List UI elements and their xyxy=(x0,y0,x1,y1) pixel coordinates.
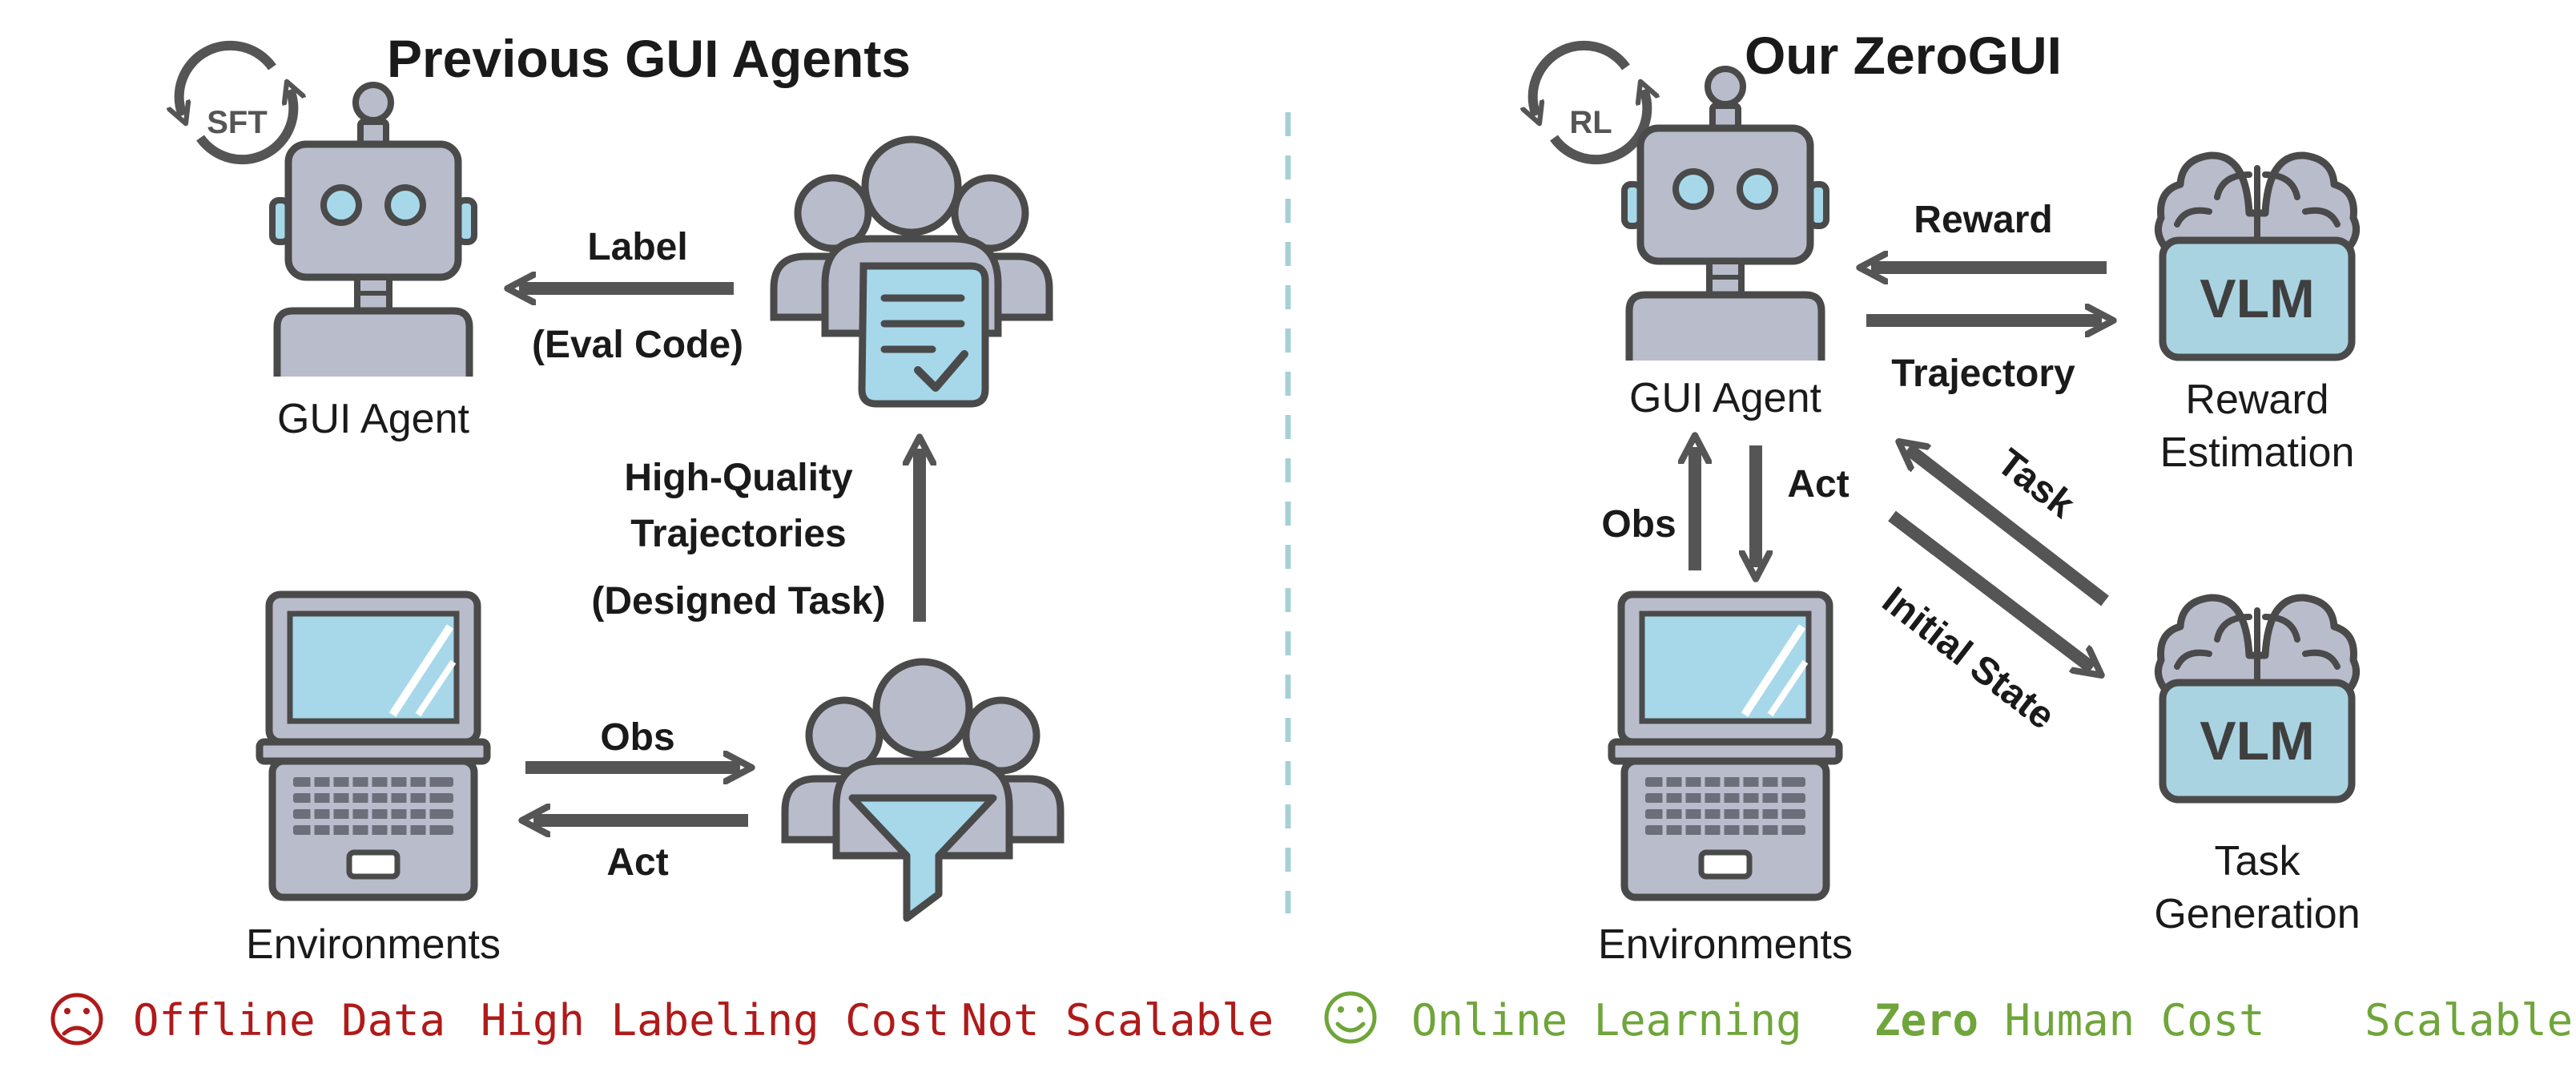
reward-label: Reward xyxy=(1914,199,2052,241)
reward-est-line2: Estimation xyxy=(2160,429,2355,476)
right-laptop-icon xyxy=(1612,594,1839,897)
task-arrow xyxy=(1908,449,2109,606)
vlm-top-text: VLM xyxy=(2200,268,2315,329)
right-agent-label: GUI Agent xyxy=(1629,375,1821,421)
right-panel: Our ZeroGUI RL GUI Agent Reward Trajecto… xyxy=(1533,26,2361,968)
vlm-bottom-text: VLM xyxy=(2200,711,2315,772)
footer-bad-2: High Labeling Cost xyxy=(481,995,949,1046)
task-label: Task xyxy=(1989,441,2082,526)
left-obs-label: Obs xyxy=(600,716,674,759)
left-laptop-icon xyxy=(260,594,487,897)
up-arrow-line2: Trajectories xyxy=(630,513,846,555)
footer-bad-3: Not Scalable xyxy=(961,995,1274,1046)
left-env-label: Environments xyxy=(246,921,501,968)
trajectory-label: Trajectory xyxy=(1891,353,2075,395)
task-gen-line2: Generation xyxy=(2154,891,2360,937)
initial-state-label: Initial State xyxy=(1874,578,2063,738)
left-robot-icon xyxy=(272,85,474,377)
rl-label: RL xyxy=(1569,105,1612,140)
footer-bad-1: Offline Data xyxy=(133,995,445,1046)
right-robot-icon xyxy=(1624,69,1826,361)
up-arrow-line1: High-Quality xyxy=(624,457,853,499)
footer: Offline Data High Labeling Cost Not Scal… xyxy=(50,991,2573,1046)
sad-face-icon xyxy=(50,993,103,1046)
left-title: Previous GUI Agents xyxy=(387,29,911,88)
footer-good-2-rest: Human Cost xyxy=(1978,995,2265,1046)
left-act-label: Act xyxy=(606,841,668,884)
happy-face-icon xyxy=(1324,991,1377,1044)
annotators-icon xyxy=(774,139,1049,408)
left-agent-label: GUI Agent xyxy=(277,396,469,442)
sft-label: SFT xyxy=(207,105,268,140)
sft-cycle-icon: SFT xyxy=(179,40,294,165)
filter-funnel-icon xyxy=(785,662,1061,922)
footer-good-3: Scalable xyxy=(2365,995,2573,1046)
label-arrow-subtext: (Eval Code) xyxy=(532,324,743,366)
right-obs-label: Obs xyxy=(1601,503,1676,546)
footer-good-1: Online Learning xyxy=(1411,995,1802,1046)
task-gen-line1: Task xyxy=(2215,838,2301,885)
footer-good-2-bold: Zero xyxy=(1874,995,1978,1046)
initial-state-arrow xyxy=(1888,510,2092,668)
right-title: Our ZeroGUI xyxy=(1745,26,2062,85)
reward-est-line1: Reward xyxy=(2185,377,2328,423)
label-arrow-text: Label xyxy=(587,226,687,268)
right-env-label: Environments xyxy=(1598,921,1853,968)
right-act-label: Act xyxy=(1787,463,1849,506)
up-arrow-line3: (Designed Task) xyxy=(591,580,885,623)
footer-good-2: Zero Human Cost xyxy=(1874,995,2265,1046)
left-panel: Previous GUI Agents SFT GUI Agent Label … xyxy=(179,29,1061,968)
rl-cycle-icon: RL xyxy=(1533,40,1648,165)
